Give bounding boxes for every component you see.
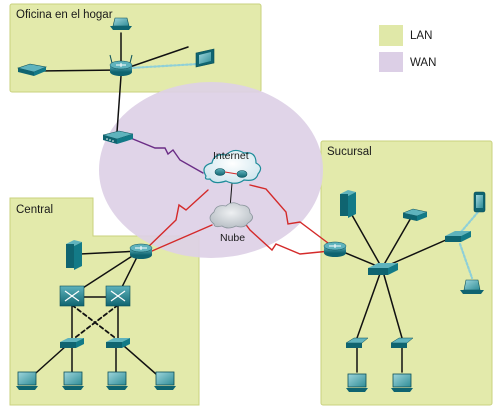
- internet-label: Internet: [213, 150, 249, 162]
- central-access-switch-left-icon: [60, 338, 84, 348]
- home-wireless-router-icon: [109, 54, 133, 76]
- branch-smartphone-icon: [473, 191, 486, 213]
- nube-cloud: Nube: [209, 202, 253, 244]
- central-access-switch-right-icon: [106, 338, 130, 348]
- central-pc-1-icon: [16, 371, 38, 390]
- legend-wan-label: WAN: [410, 57, 436, 69]
- branch-ip-phone-left-icon: [345, 337, 369, 348]
- home-laptop-icon: [110, 17, 132, 30]
- central-pc-2-icon: [62, 371, 84, 390]
- home-office-title: Oficina en el hogar: [16, 9, 113, 21]
- legend-wan-swatch: [379, 52, 403, 72]
- internet-cloud: Internet: [203, 149, 262, 184]
- legend: LAN WAN: [379, 25, 436, 72]
- central-multilayer-switch-left-icon: [59, 285, 85, 307]
- branch-pc-left-icon: [346, 373, 368, 392]
- home-printer-icon: [16, 63, 48, 76]
- branch-switch-icon: [368, 263, 398, 275]
- branch-title: Sucursal: [327, 146, 372, 158]
- branch-wireless-ap-icon: [445, 231, 471, 242]
- central-pc-3-icon: [106, 371, 128, 390]
- home-modem-icon: [102, 130, 134, 144]
- internet-router-icon: [214, 168, 248, 178]
- legend-lan-swatch: [379, 25, 403, 46]
- central-server-icon: [66, 240, 82, 270]
- central-pc-4-icon: [154, 371, 176, 390]
- central-router-icon: [129, 243, 153, 259]
- branch-laptop-icon: [460, 279, 484, 294]
- nube-label: Nube: [220, 232, 245, 244]
- branch-server-icon: [340, 190, 356, 218]
- branch-lan-region: [320, 140, 493, 406]
- branch-printer-icon: [402, 208, 428, 221]
- central-title: Central: [16, 204, 53, 216]
- central-multilayer-switch-right-icon: [105, 285, 131, 307]
- branch-router-icon: [323, 241, 347, 257]
- legend-lan-label: LAN: [410, 30, 432, 42]
- branch-pc-right-icon: [391, 373, 413, 392]
- home-tablet-icon: [195, 48, 215, 68]
- branch-ip-phone-right-icon: [390, 337, 414, 348]
